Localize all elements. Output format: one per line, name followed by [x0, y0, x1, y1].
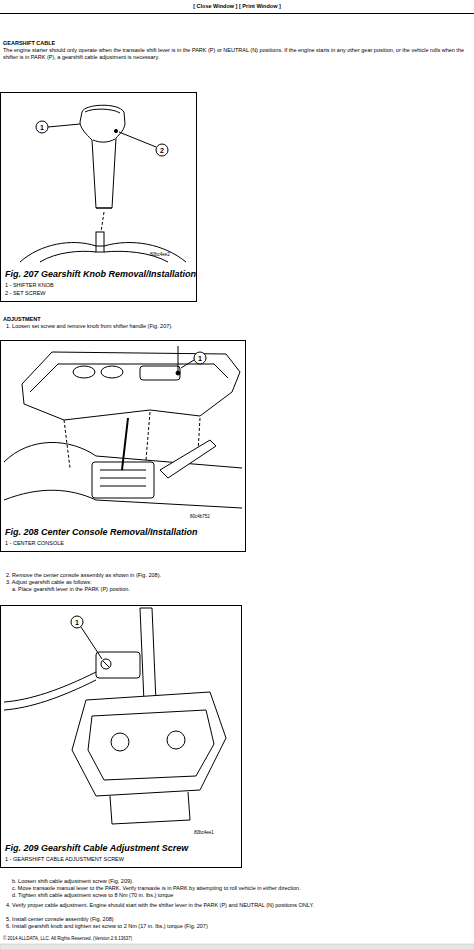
top-bar: [0, 13, 474, 14]
step-text: c. Move transaxle manual lever to the PA…: [12, 885, 466, 892]
figure-code: 80c4b752: [190, 514, 240, 520]
shifter-knob-figure-stroke: [156, 144, 168, 156]
center-console-figure-stroke: [22, 352, 240, 420]
step-text: 2. Remove the center console assembly as…: [6, 572, 466, 579]
shifter-knob-figure-stroke: [96, 208, 112, 209]
center-console-figure-stroke: [181, 360, 194, 368]
shifter-knob-figure-stroke: [101, 212, 104, 232]
callout-number: 1: [194, 352, 206, 364]
figure-frame: Fig. 209 Gearshift Cable Adjustment Scre…: [0, 605, 242, 868]
cable-adjustment-figure-stroke: [72, 692, 226, 796]
cable-adjustment-figure-stroke: [167, 731, 185, 749]
figure-code: 80bc4ee2: [150, 252, 194, 258]
cable-adjustment-figure-stroke: [4, 680, 96, 710]
center-console-figure-stroke: [73, 366, 95, 378]
cable-adjustment-figure-stroke: [71, 616, 83, 628]
shifter-knob-figure-stroke: [36, 121, 48, 133]
center-console-figure-stroke: [160, 440, 216, 478]
cable-adjustment-figure-stroke: [103, 661, 109, 667]
shifter-knob-figure-stroke: [96, 232, 104, 252]
center-console-figure-stroke: [178, 346, 179, 372]
step-text: 1. Loosen set screw and remove knob from…: [6, 323, 466, 330]
figure-code: 80bc4ee1: [194, 830, 238, 836]
callout-number: 2: [156, 144, 168, 156]
scroll-bar: [0, 944, 474, 950]
cable-adjustment-figure-stroke: [101, 659, 111, 669]
center-console-figure-stroke: [100, 478, 146, 479]
step-text: 3. Adjust gearshift cable as follows:: [6, 579, 466, 586]
center-console-figure-stroke: [176, 371, 180, 375]
section-title: GEARSHIFT CABLE: [3, 40, 55, 47]
step-text: 5. Install center console assembly (Fig.…: [6, 916, 466, 923]
intro-paragraph: The engine starter should only operate w…: [3, 47, 469, 61]
step-text: d. Tighten shift cable adjustment screw …: [12, 892, 466, 899]
shifter-knob-figure-stroke: [48, 124, 80, 127]
cable-adjustment-figure-stroke: [110, 792, 190, 824]
callout-number: 1: [71, 616, 83, 628]
figure-caption: Fig. 207 Gearshift Knob Removal/Installa…: [5, 269, 190, 279]
figure-caption: Fig. 208 Center Console Removal/Installa…: [5, 527, 239, 537]
step-text: a. Place gearshift lever in the PARK (P)…: [12, 586, 466, 593]
cable-adjustment-figure-stroke: [96, 652, 140, 678]
top-bar-stroke: [0, 13, 474, 14]
scroll-bar-stroke: [0, 944, 474, 950]
center-console-figure-stroke: [122, 418, 128, 470]
center-console-figure-stroke: [140, 366, 180, 380]
figure-caption: Fig. 209 Gearshift Cable Adjustment Scre…: [5, 843, 235, 853]
section-heading: ADJUSTMENT: [3, 316, 203, 323]
step-text: 6. Install gearshift knob and tighten se…: [6, 923, 466, 930]
figure-frame: Fig. 208 Center Console Removal/Installa…: [0, 340, 246, 552]
shifter-knob-figure-stroke: [119, 132, 156, 147]
shifter-knob-figure: [20, 105, 186, 262]
window-links: [ Close Window ] [ Print Window ]: [0, 3, 474, 10]
figure-legend: 1 - CENTER CONSOLE: [5, 540, 239, 547]
center-console-figure-stroke: [30, 364, 228, 392]
figure-legend: 1 - GEARSHIFT CABLE ADJUSTMENT SCREW: [5, 856, 235, 863]
step-text: 4. Verify proper cable adjustment. Engin…: [6, 902, 466, 909]
cable-adjustment-figure: [4, 608, 226, 824]
shifter-knob-figure-stroke: [80, 105, 125, 208]
copyright-note: © 2014 ALLDATA, LLC. All Rights Reserved…: [3, 936, 463, 942]
center-console-figure-stroke: [146, 412, 150, 460]
cable-adjustment-figure-stroke: [140, 608, 156, 702]
shifter-knob-figure-stroke: [114, 129, 117, 132]
shifter-knob-figure-stroke: [93, 139, 115, 142]
center-console-figure-stroke: [101, 366, 123, 378]
figure-legend: 1 - SHIFTER KNOB: [5, 282, 190, 289]
cable-adjustment-figure-stroke: [81, 627, 102, 659]
cable-adjustment-figure-stroke: [111, 733, 129, 751]
shifter-knob-figure-stroke: [85, 109, 120, 113]
step-text: b. Loosen shift cable adjustment screw (…: [12, 878, 466, 885]
figure-legend: 2 - SET SCREW: [5, 290, 190, 297]
center-console-figure-stroke: [100, 486, 146, 487]
center-console-figure-stroke: [194, 352, 206, 364]
figure-frame: Fig. 207 Gearshift Knob Removal/Installa…: [0, 92, 197, 302]
cable-adjustment-figure-stroke: [88, 710, 214, 780]
center-console-figure: [4, 346, 242, 508]
shifter-knob-figure-stroke: [40, 251, 168, 262]
callout-number: 1: [36, 121, 48, 133]
